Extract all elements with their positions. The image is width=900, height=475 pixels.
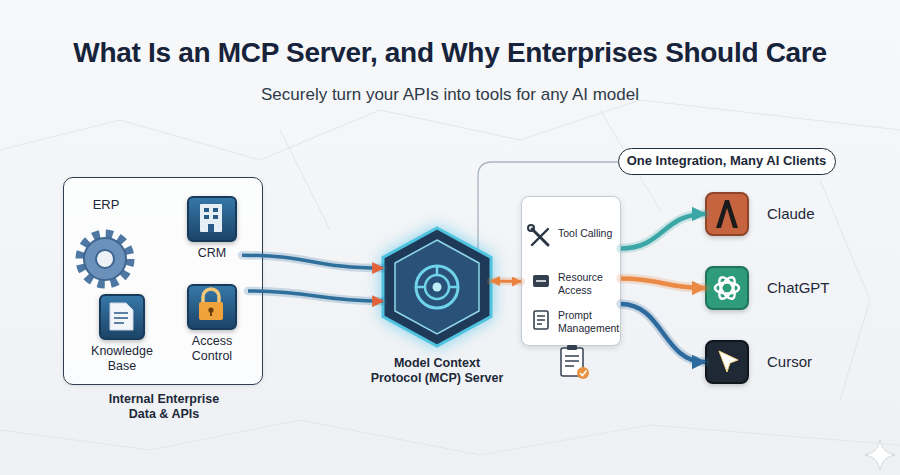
gear-icon	[80, 234, 130, 284]
diagram-subtitle: Securely turn your APIs into tools for a…	[0, 85, 900, 105]
sparkle-mark	[865, 440, 895, 470]
system-icon: Knowledge Base	[82, 292, 162, 384]
node-label: Cursor	[767, 353, 887, 371]
resource-icon	[533, 275, 549, 287]
node-label: Tool Calling	[558, 227, 621, 240]
diagram-title: What Is an MCP Server, and Why Enterpris…	[0, 37, 900, 69]
connector-glow	[491, 277, 521, 285]
capability-panel: Tool CallingResource AccessPrompt Manage…	[521, 196, 621, 346]
flow-arrow	[621, 304, 705, 362]
clipboard-icon	[561, 345, 589, 379]
connector-glow	[621, 279, 705, 289]
building-icon	[200, 204, 222, 232]
node-label: One Integration, Many AI Clients	[619, 153, 834, 169]
system-icon: CRM	[182, 194, 242, 266]
flow-arrow	[621, 214, 705, 249]
flow-arrow	[621, 279, 705, 289]
node-label: ERP	[71, 197, 141, 213]
connector-glow	[621, 304, 705, 362]
document-icon	[110, 303, 133, 330]
chatgpt-logo	[715, 275, 739, 301]
node-item: Resource Access	[558, 271, 621, 297]
node-label: Access Control	[176, 334, 248, 365]
client-tile: ChatGPT	[705, 266, 749, 310]
claude-logo	[716, 200, 738, 228]
network-lines	[0, 100, 900, 455]
icon-tile	[99, 294, 145, 340]
node-label: Claude	[767, 205, 887, 223]
icon-tile	[187, 284, 237, 330]
flow-arrow	[491, 280, 521, 283]
tool-icon	[528, 225, 548, 245]
icon-tile	[187, 196, 237, 242]
lock-icon	[199, 289, 223, 320]
client-tile: Claude	[705, 192, 749, 236]
group-box: Internal Enterprise Data & APIsERPCRMKno…	[63, 177, 263, 385]
node-item: Prompt Management	[558, 309, 621, 335]
node-label: Knowledge Base	[82, 344, 162, 375]
system-icon: Access Control	[176, 282, 248, 372]
node-label: Model Context Protocol (MCP) Server	[367, 356, 507, 387]
server-hexagon: Model Context Protocol (MCP) Server	[383, 228, 491, 346]
client-tile: Cursor	[705, 340, 749, 384]
flow-arrow	[242, 255, 383, 268]
flow-arrow	[248, 291, 383, 301]
node-label: CRM	[182, 246, 242, 261]
hub-icon	[416, 266, 458, 308]
header-pill: One Integration, Many AI Clients	[618, 148, 836, 175]
connector-glow	[621, 214, 705, 249]
cursor-logo	[719, 351, 738, 372]
node-label: Internal Enterprise Data & APIs	[94, 392, 234, 423]
node-label: ChatGPT	[767, 279, 887, 297]
connector-glow	[248, 291, 383, 301]
connector-glow	[242, 255, 383, 268]
hexagon-inner	[395, 240, 479, 334]
hexagon-outline	[383, 228, 491, 346]
system-icon: ERP	[71, 193, 141, 298]
prompt-icon	[534, 311, 548, 329]
hexagon-outer	[383, 228, 491, 346]
